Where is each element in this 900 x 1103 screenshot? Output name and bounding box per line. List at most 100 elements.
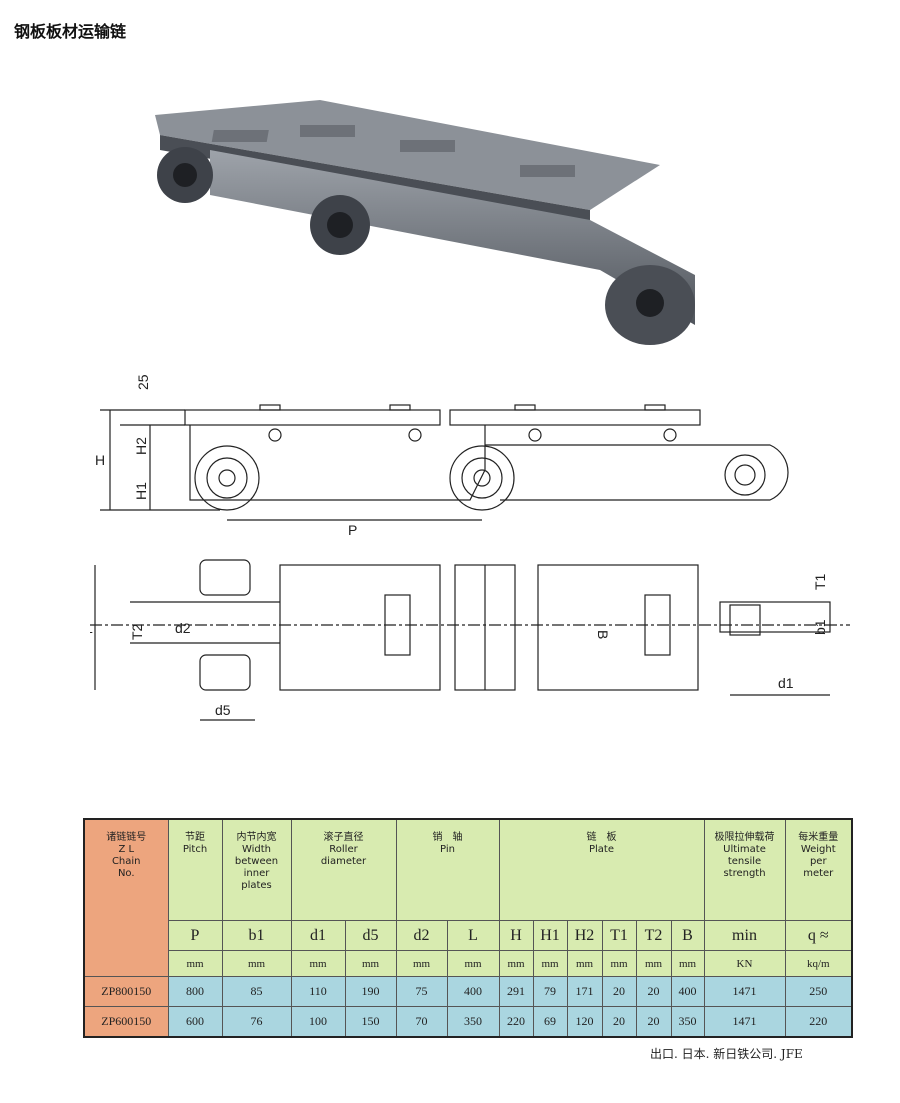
value-cell: 20 [635,1006,672,1038]
dim-B: B [595,630,611,639]
unit-cell: mm [221,950,292,977]
dim-H1: H1 [133,482,149,500]
header-en: No. [117,868,135,879]
dim-d2: d2 [175,620,191,636]
value-cell: 220 [784,1006,853,1038]
dim-H: H [95,452,105,468]
symbol-cell: T2 [635,920,672,951]
symbol-cell: H1 [532,920,568,951]
value-cell: 70 [395,1006,448,1038]
unit-cell: mm [395,950,448,977]
symbol-cell: d5 [344,920,397,951]
chain-photo [155,100,695,345]
value-cell: 1471 [703,976,786,1007]
header-en: Plate [588,844,614,855]
header-en: Chain [111,856,141,867]
header-zh: 极限拉伸载荷 [714,832,775,843]
value-cell: 150 [344,1006,397,1038]
value-cell: 190 [344,976,397,1007]
value-cell: 20 [601,1006,637,1038]
header-zh: 节距 [185,832,205,843]
header-en: plates [241,880,272,891]
dim-d1: d1 [778,675,794,691]
header-en: Roller [329,844,358,855]
header-en: meter [803,868,834,879]
unit-cell: mm [532,950,568,977]
value-cell: 350 [670,1006,705,1038]
header-zh: 链 板 [586,832,617,843]
header-zh: 内节内宽 [236,832,277,843]
header-en: Pitch [182,844,208,855]
dim-25: 25 [135,374,151,390]
unit-cell: kq/m [784,950,853,977]
unit-cell: mm [635,950,672,977]
value-cell: 120 [566,1006,603,1038]
value-cell: 400 [670,976,705,1007]
value-cell: 400 [446,976,500,1007]
header-en: Width [241,844,272,855]
dim-L: L [90,620,93,636]
symbol-cell: H [498,920,534,951]
unit-cell: mm [670,950,705,977]
header-zh: 诸链链号 [106,832,147,843]
value-cell: 171 [566,976,603,1007]
symbol-cell: B [670,920,705,951]
header-zh: 滚子直径 [323,832,364,843]
value-cell: 600 [167,1006,223,1038]
header-zh: 销 轴 [432,832,463,843]
value-cell: 110 [290,976,346,1007]
value-cell: 69 [532,1006,568,1038]
dim-b1: b1 [812,619,828,635]
value-cell: 75 [395,976,448,1007]
dim-T2: T2 [129,623,145,640]
unit-cell: mm [290,950,346,977]
dim-H2: H2 [133,437,149,455]
chain-number: ZP800150 [83,976,169,1007]
dim-d5: d5 [215,702,231,718]
value-cell: 76 [221,1006,292,1038]
header-zh: 每米重量 [798,832,839,843]
header-en: per [809,856,827,867]
header-en: diameter [320,856,367,867]
symbol-cell: d2 [395,920,448,951]
header-en: Ultimate [723,844,766,855]
plan-view-drawing: L T2 d2 d5 B T1 b1 d1 [90,559,850,721]
dim-P: P [348,522,357,538]
header-en: between [234,856,279,867]
symbol-cell: T1 [601,920,637,951]
page-title: 钢板板材运输链 [14,22,127,41]
unit-cell: mm [566,950,603,977]
value-cell: 85 [221,976,292,1007]
symbol-cell: q ≈ [784,920,853,951]
unit-cell: mm [601,950,637,977]
value-cell: 291 [498,976,534,1007]
side-view-drawing: 25 H H2 H1 P [95,374,789,538]
value-cell: 220 [498,1006,534,1038]
value-cell: 350 [446,1006,500,1038]
header-en: inner [243,868,270,879]
symbol-cell: min [703,920,786,951]
symbol-cell: b1 [221,920,292,951]
symbol-cell: H2 [566,920,603,951]
footer-note: 出口. 日本. 新日铁公司. JFE [650,1047,803,1061]
value-cell: 20 [601,976,637,1007]
unit-cell: mm [446,950,500,977]
symbol-cell: d1 [290,920,346,951]
unit-cell: mm [344,950,397,977]
unit-cell: KN [703,950,786,977]
header-en: strength [723,868,766,879]
